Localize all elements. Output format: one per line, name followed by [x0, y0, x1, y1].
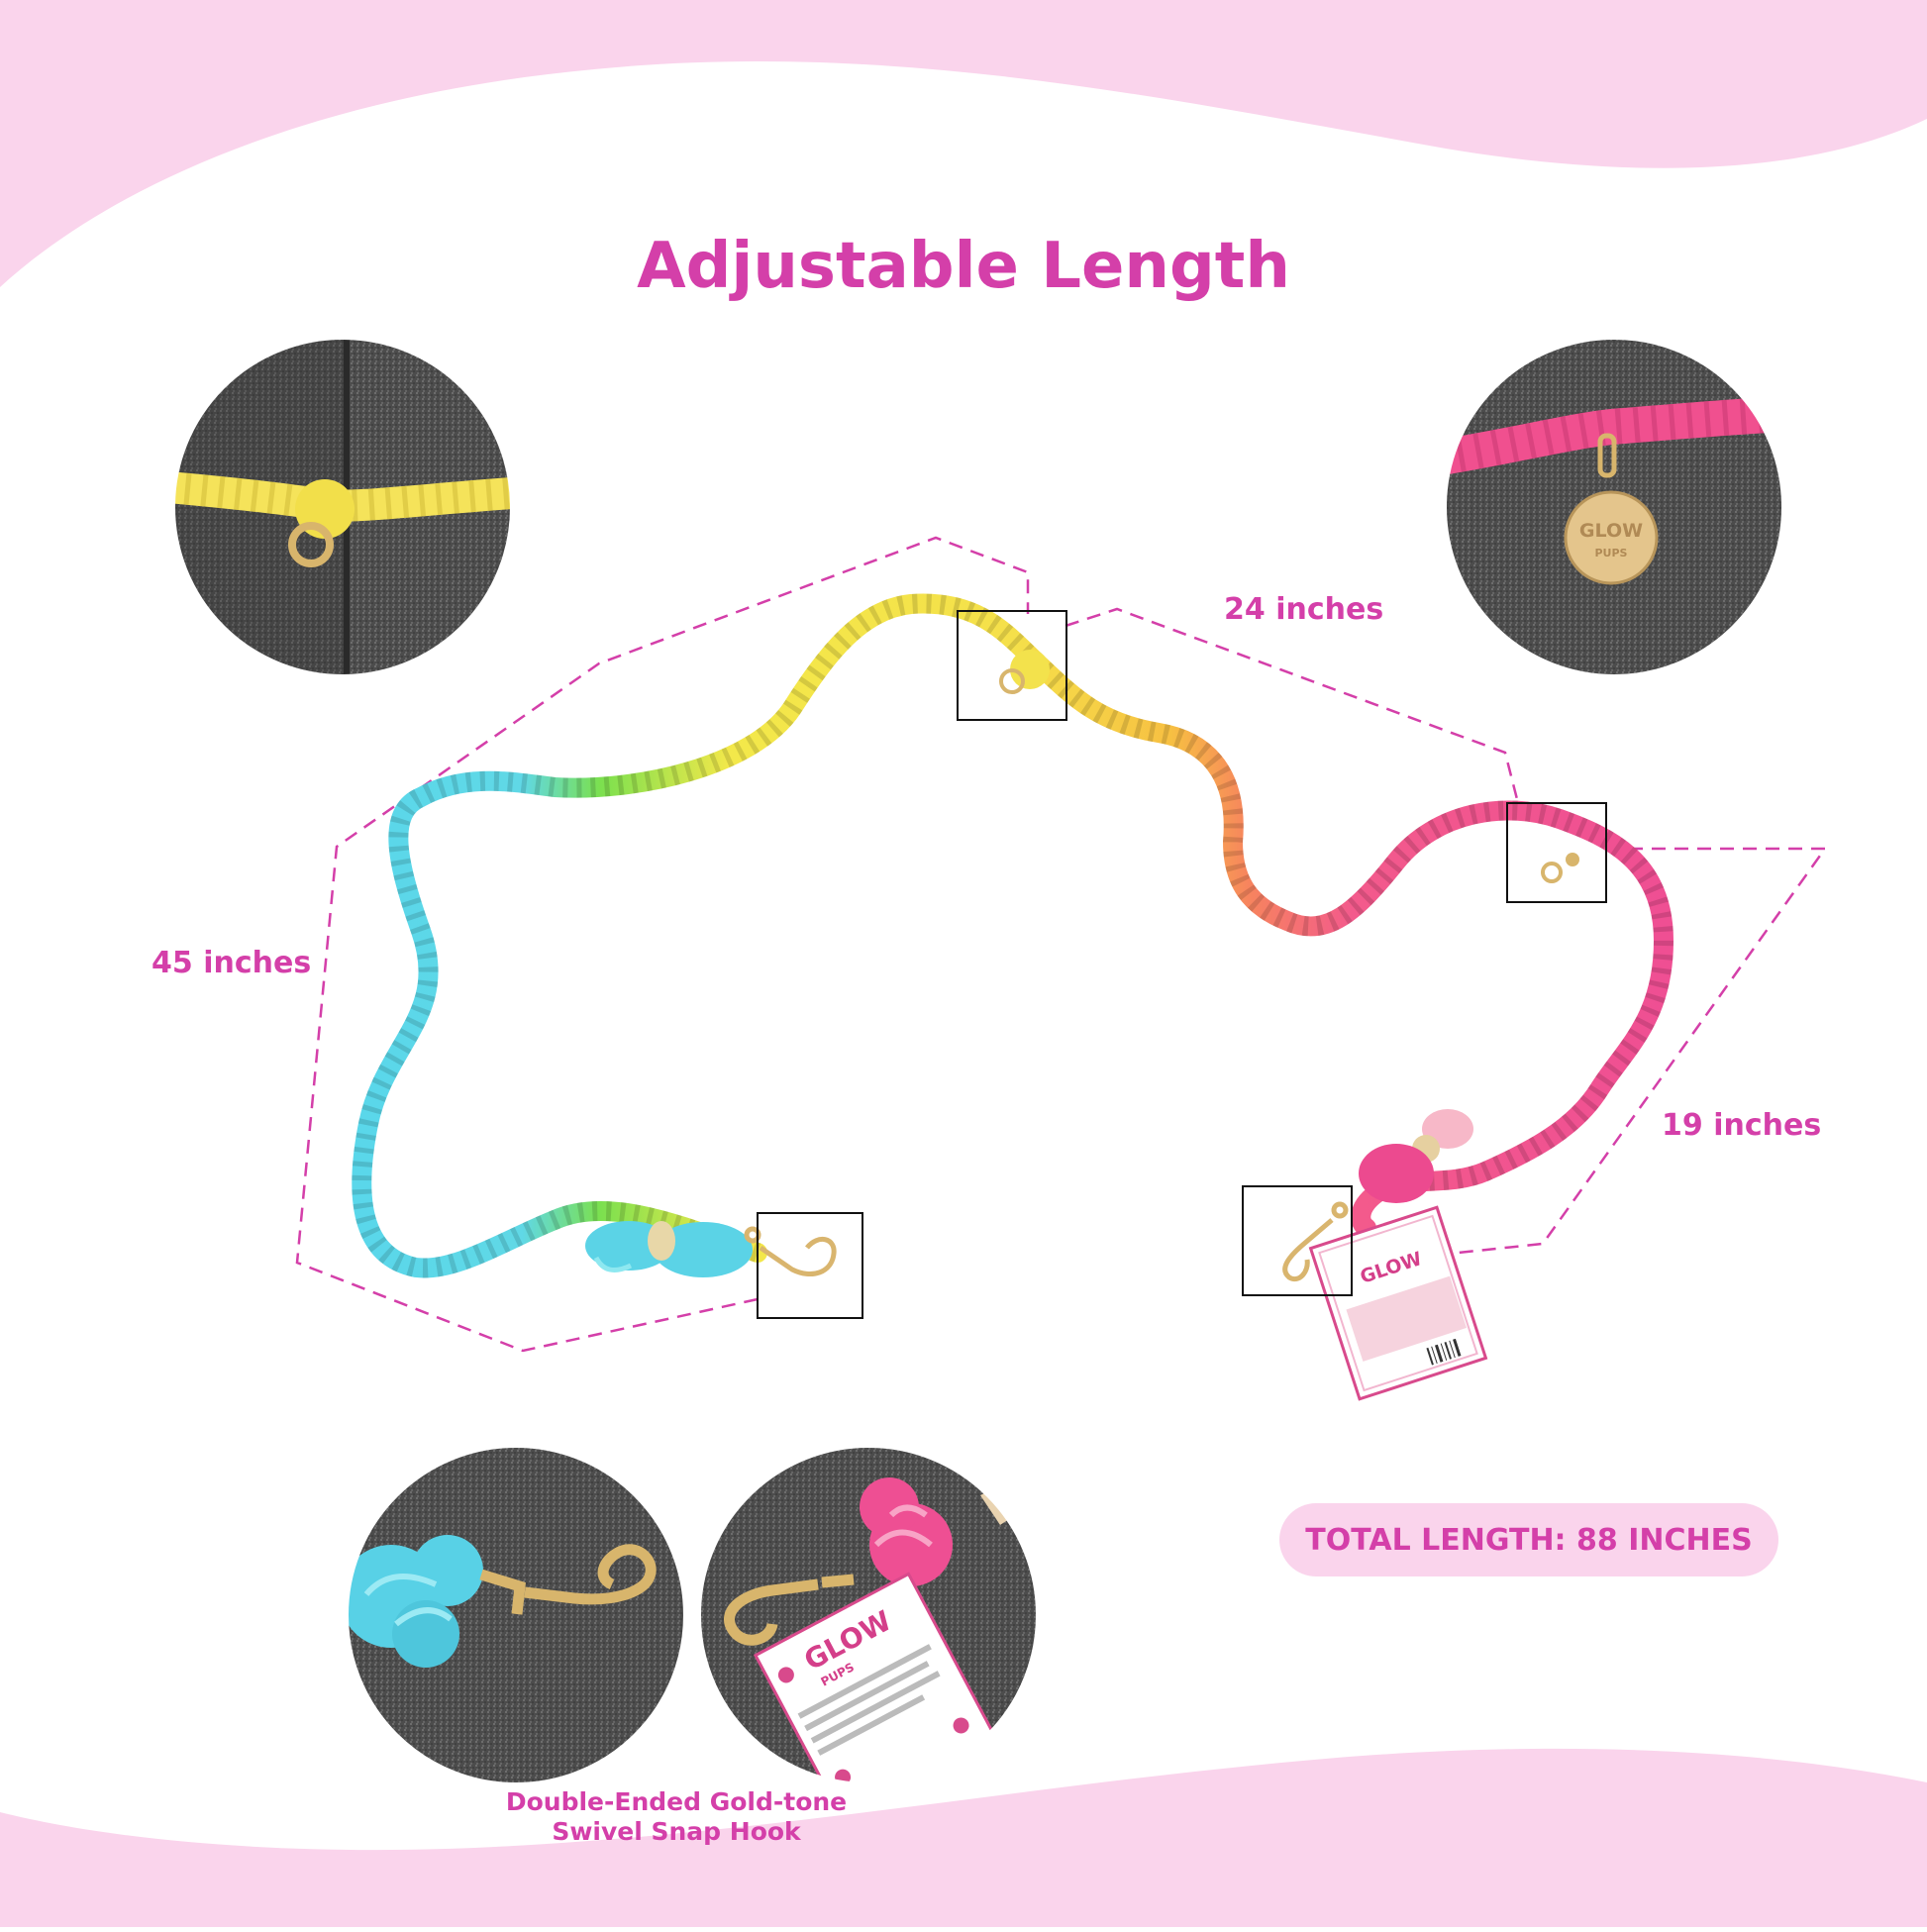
coin-logo-text: GLOW: [1579, 520, 1643, 542]
top-wave: [0, 0, 1927, 287]
box-right-ring: [1506, 802, 1607, 903]
detail-photo-cyan-hook: [347, 1446, 685, 1784]
right-snap-hook-icon: [1282, 1201, 1349, 1281]
detail-photo-yellow-knot: [173, 338, 512, 676]
left-end-knot: [585, 1221, 753, 1277]
leash-hang-tag: GLOW: [1308, 1205, 1488, 1401]
o-ring-knot-icon: [288, 522, 334, 567]
box-right-snap-hook: [1242, 1185, 1353, 1296]
hardware-highlight-boxes: [757, 610, 1607, 1319]
coin-logo-sub: PUPS: [1595, 547, 1628, 559]
right-ring-icon: [1541, 853, 1579, 883]
box-left-snap-hook: [757, 1212, 863, 1319]
total-length-badge: TOTAL LENGTH: 88 INCHES: [1279, 1503, 1778, 1576]
right-end-knot: [1359, 1109, 1473, 1203]
top-knot-ring-icon: [999, 650, 1050, 694]
bottom-wave: [0, 1748, 1927, 1927]
snap-hook-icon: [479, 1544, 657, 1615]
box-top-knot: [957, 610, 1067, 721]
snap-hook-icon: [724, 1574, 855, 1646]
measurement-label-24: 24 inches: [1224, 592, 1384, 627]
caption-line-2: Swivel Snap Hook: [552, 1817, 801, 1846]
guide-24-inches: [1065, 607, 1520, 804]
brand-tag-icon: [1566, 492, 1657, 583]
guide-19-inches: [1354, 847, 1828, 1266]
guide-45-inches: [295, 536, 1030, 1353]
rope-leash: [352, 593, 1674, 1278]
page-title: Adjustable Length: [637, 230, 1290, 303]
product-label-card: GLOW PUPS: [753, 1572, 999, 1783]
detail-photo-pink-tag: GLOW PUPS: [1445, 338, 1783, 676]
detail-photo-pink-hook: GLOW PUPS: [699, 1446, 1038, 1784]
measurement-label-45: 45 inches: [152, 946, 312, 980]
caption-line-1: Double-Ended Gold-tone: [505, 1787, 848, 1816]
snap-hook-caption: Double-Ended Gold-tone Swivel Snap Hook: [478, 1787, 874, 1847]
measurement-label-19: 19 inches: [1662, 1108, 1822, 1143]
